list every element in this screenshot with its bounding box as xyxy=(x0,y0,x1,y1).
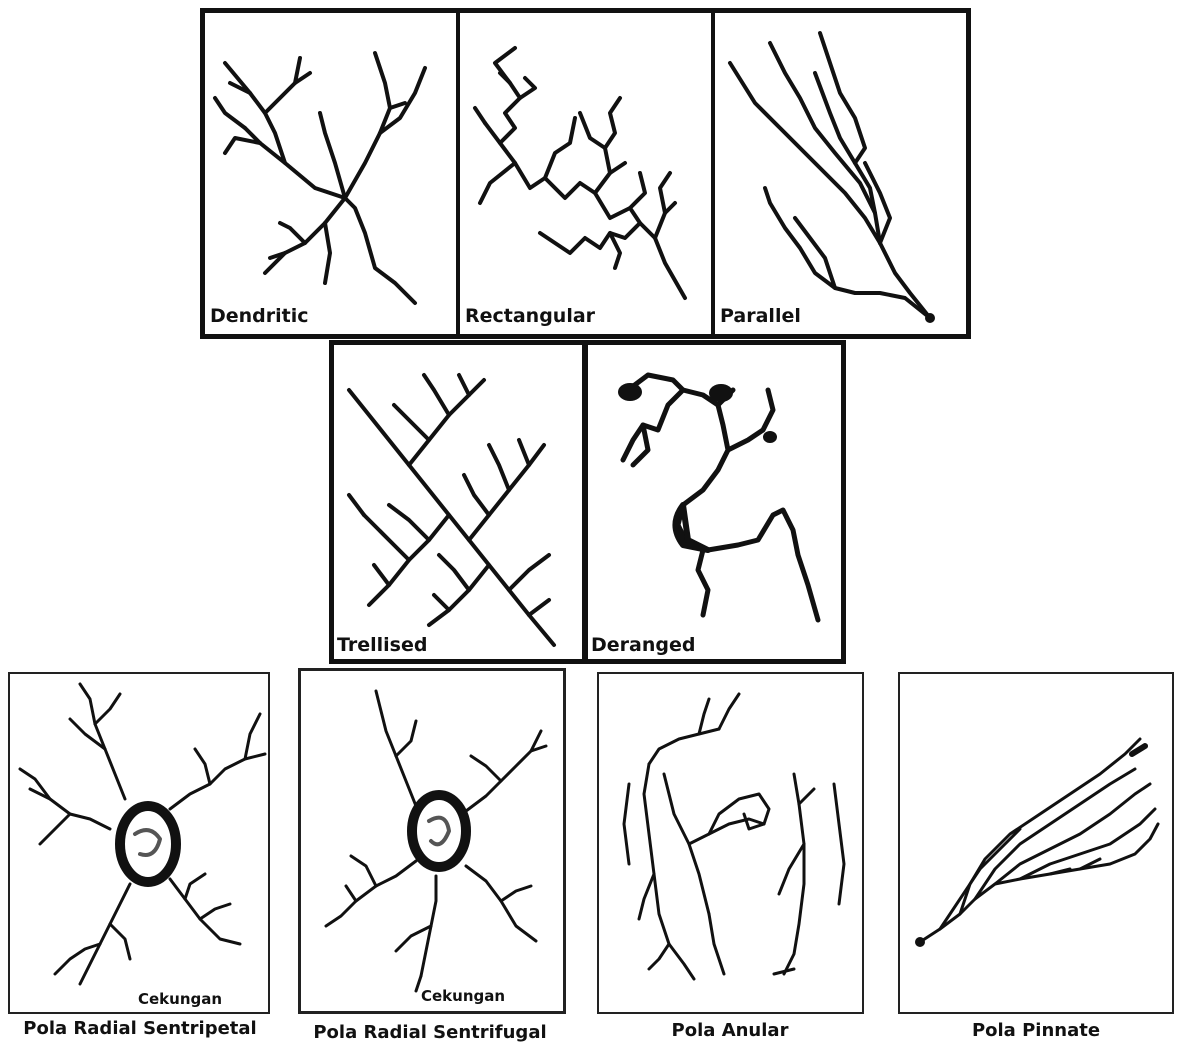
pinnate-drainage-diagram xyxy=(900,674,1172,1012)
radial-sentripetal-caption: Pola Radial Sentripetal xyxy=(20,1018,260,1039)
dendritic-panel: Dendritic xyxy=(205,13,456,334)
basin-label: Cekungan xyxy=(138,990,222,1008)
dendritic-drainage-diagram xyxy=(205,13,456,334)
pinnate-caption: Pola Pinnate xyxy=(916,1020,1156,1041)
parallel-panel: Parallel xyxy=(715,13,966,334)
trellised-drainage-diagram xyxy=(334,345,582,659)
rectangular-label: Rectangular xyxy=(465,305,595,327)
pinnate-panel xyxy=(898,672,1174,1014)
basin-label: Cekungan xyxy=(421,987,505,1005)
radial-sentrifugal-caption: Pola Radial Sentrifugal xyxy=(310,1022,550,1043)
deranged-panel: Deranged xyxy=(583,340,846,664)
rectangular-drainage-diagram xyxy=(460,13,711,334)
deranged-drainage-diagram xyxy=(588,345,841,659)
radial-sentripetal-panel: Cekungan xyxy=(8,672,270,1014)
rectangular-panel: Rectangular xyxy=(460,13,711,334)
anular-drainage-diagram xyxy=(599,674,862,1012)
radial-sentripetal-drainage-diagram xyxy=(10,674,268,1012)
parallel-drainage-diagram xyxy=(715,13,966,334)
trellised-label: Trellised xyxy=(337,634,427,656)
dendritic-label: Dendritic xyxy=(210,305,309,327)
radial-sentrifugal-panel: Cekungan xyxy=(298,668,566,1014)
parallel-label: Parallel xyxy=(720,305,801,327)
deranged-label: Deranged xyxy=(591,634,695,656)
anular-caption: Pola Anular xyxy=(610,1020,850,1041)
trellised-panel: Trellised xyxy=(329,340,587,664)
radial-sentrifugal-drainage-diagram xyxy=(301,671,563,1011)
anular-panel xyxy=(597,672,864,1014)
